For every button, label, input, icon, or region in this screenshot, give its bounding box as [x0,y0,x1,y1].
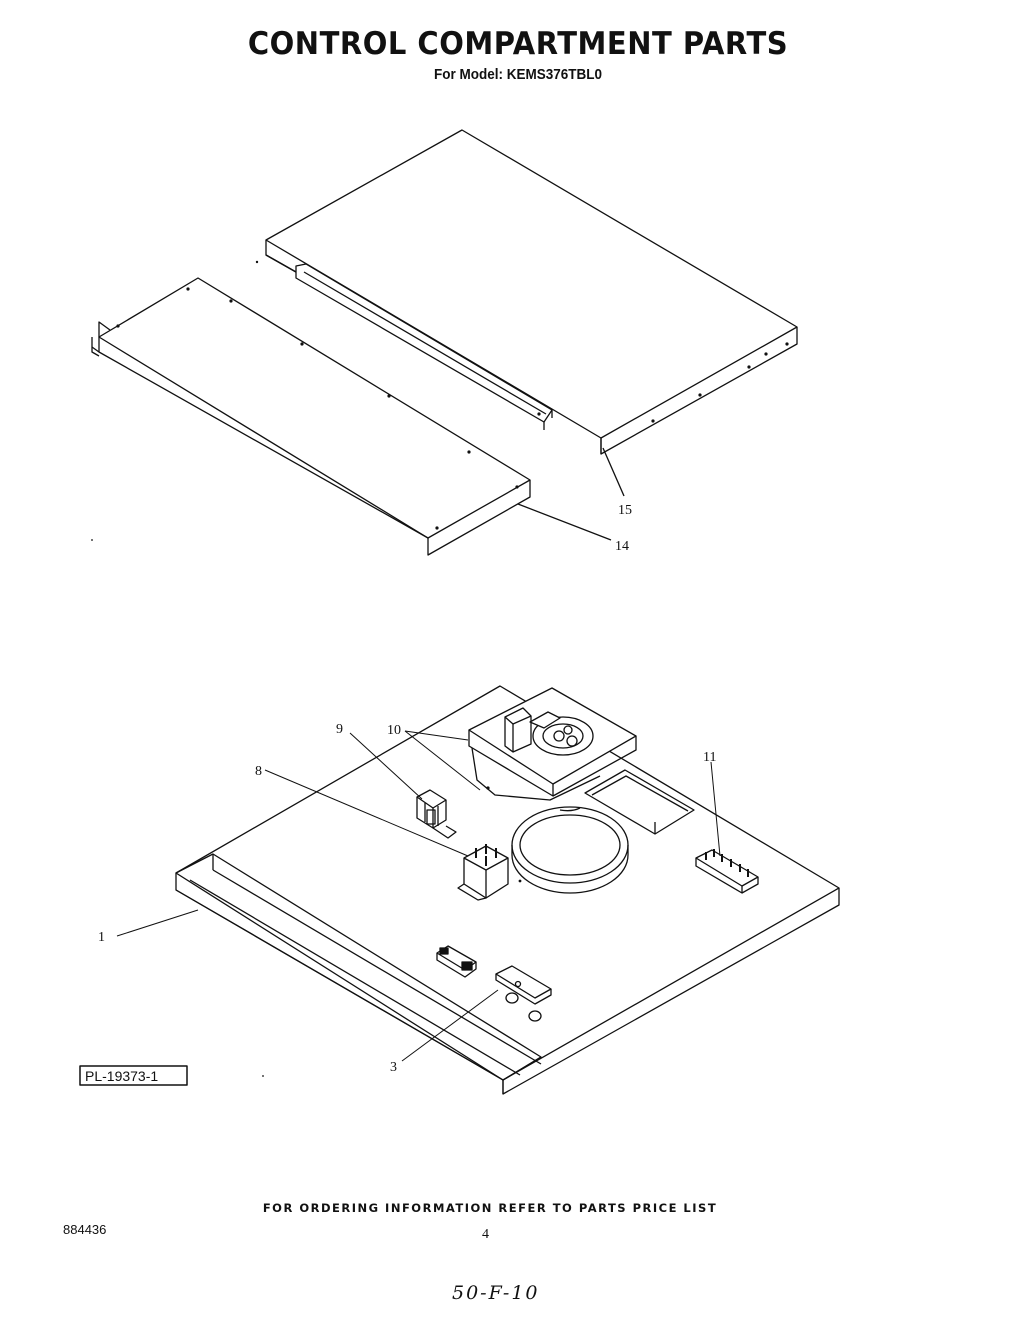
callout-1: 1 [98,930,105,945]
part-8-relay [457,844,509,901]
callout-3: 3 [390,1060,397,1075]
callout-15: 15 [618,503,632,518]
model-subtitle: For Model: KEMS376TBL0 [433,66,603,83]
page-number: 4 [482,1227,489,1242]
connector-part [436,945,477,978]
page-title: CONTROL COMPARTMENT PARTS [247,24,789,62]
part-14-trim-panel [91,277,612,556]
callout-14: 14 [615,539,629,554]
ordering-note: FOR ORDERING INFORMATION REFER TO PARTS … [262,1201,718,1215]
callout-11: 11 [703,750,716,765]
plate-number-box: PL-19373-1 [79,1065,188,1086]
plate-number: PL-19373-1 [85,1068,158,1084]
part-15-top-cover [255,129,798,497]
part-9-bracket [416,789,457,839]
part-3-plate [495,965,552,1022]
callout-10: 10 [387,723,401,738]
leader-lines [116,730,721,1062]
part-10-fan-assembly [468,687,637,801]
part-1-base-tray [175,685,840,1095]
document-number: 884436 [63,1222,107,1237]
callout-9: 9 [336,722,343,737]
handwritten-note: 50-F-10 [452,1282,540,1304]
callout-labels: 15 14 9 10 11 8 1 3 [98,503,716,1075]
part-11-terminal-block [695,849,759,894]
callout-8: 8 [255,764,262,779]
